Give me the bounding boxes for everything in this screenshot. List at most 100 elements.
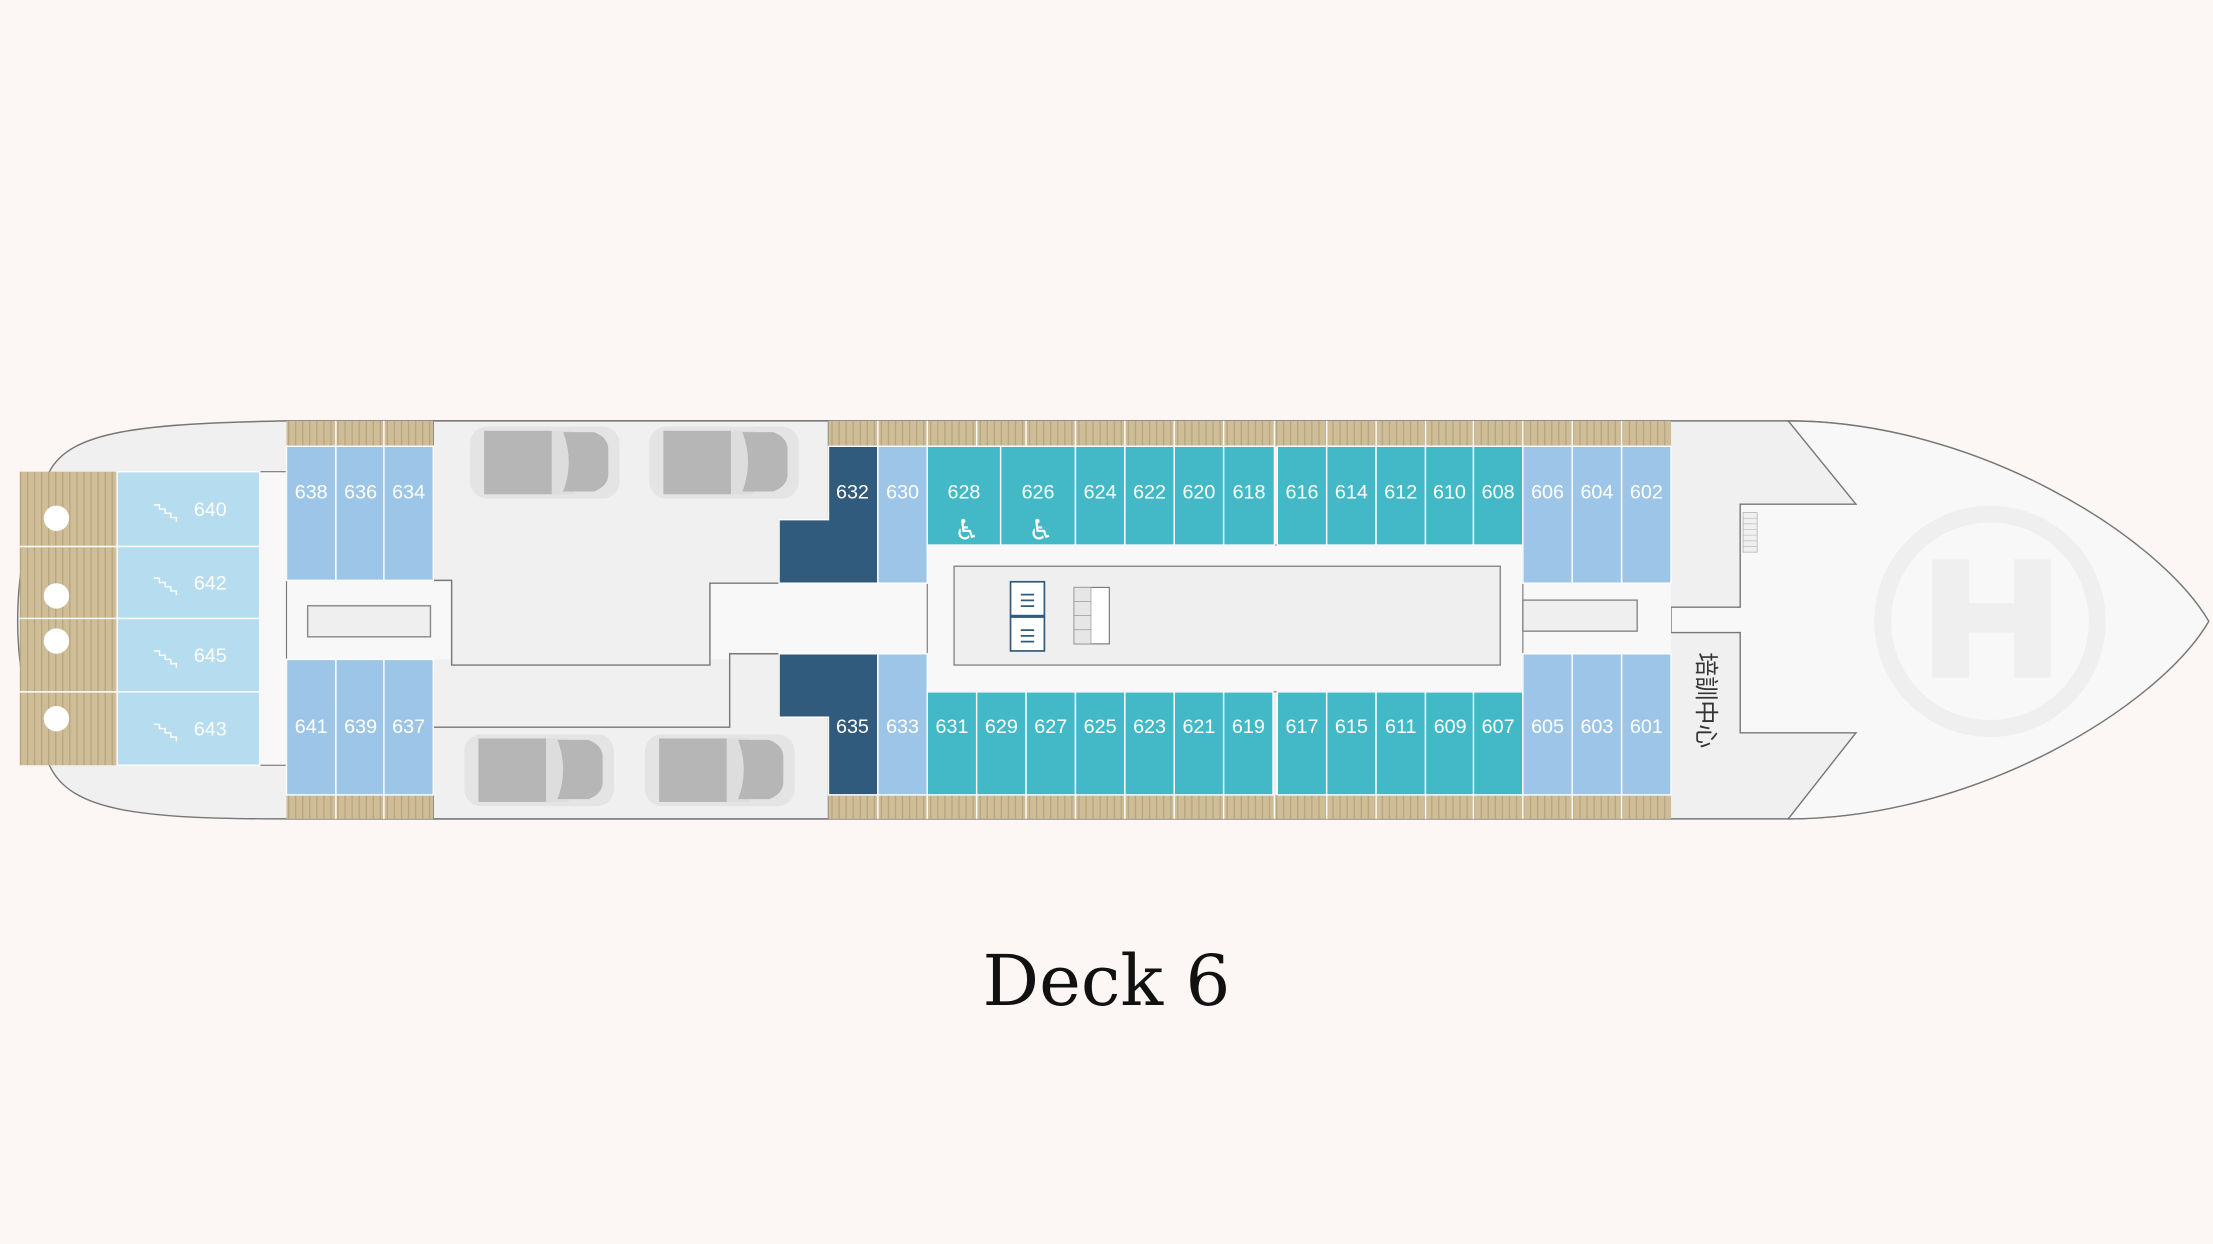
cabin-615[interactable]: 615 [1325, 691, 1377, 796]
cabin-631[interactable]: 631 [926, 691, 978, 796]
cabin-shape[interactable] [926, 445, 1002, 546]
cabin-number: 610 [1433, 482, 1466, 504]
cabin-shape[interactable] [1222, 445, 1276, 546]
cabin-shape[interactable] [1276, 691, 1328, 796]
cabin-shape[interactable] [116, 691, 261, 766]
cabin-625[interactable]: 625 [1074, 691, 1126, 796]
cabin-shape[interactable] [999, 445, 1077, 546]
cabin-609[interactable]: 609 [1424, 691, 1476, 796]
cabin-shape[interactable] [116, 470, 261, 548]
cabin-617[interactable]: 617 [1276, 691, 1328, 796]
cabin-shape[interactable] [383, 445, 434, 582]
teak-balcony-lower [828, 794, 1672, 819]
cabin-shape[interactable] [1424, 691, 1476, 796]
cabin-shape[interactable] [1325, 691, 1377, 796]
cabin-604[interactable]: 604 [1571, 445, 1623, 584]
cabin-number: 628 [947, 482, 980, 504]
cabin-shape[interactable] [1472, 445, 1524, 546]
cabin-610[interactable]: 610 [1424, 445, 1475, 546]
cabin-number: 625 [1084, 716, 1117, 738]
cabin-636[interactable]: 636 [335, 445, 387, 582]
cabin-shape[interactable] [383, 658, 434, 796]
cabin-602[interactable]: 602 [1620, 445, 1672, 584]
cabin-shape[interactable] [926, 691, 978, 796]
cabin-number: 642 [194, 573, 227, 595]
stern-fixture [306, 605, 432, 638]
cabin-607[interactable]: 607 [1472, 691, 1524, 796]
cabin-640[interactable]: 640 [116, 470, 261, 548]
cabin-shape[interactable] [1472, 691, 1524, 796]
cabin-number: 608 [1482, 482, 1515, 504]
cabin-605[interactable]: 605 [1522, 653, 1573, 796]
cabin-628[interactable]: 628 ♿ [926, 445, 1002, 546]
cabin-618[interactable]: 618 [1222, 445, 1276, 546]
cabin-shape[interactable] [285, 658, 337, 796]
cabin-shape[interactable] [877, 653, 928, 796]
cabin-619[interactable]: 619 [1222, 691, 1274, 796]
cabin-639[interactable]: 639 [335, 658, 387, 796]
cabin-shape[interactable] [1074, 445, 1126, 546]
cabin-shape[interactable] [1620, 445, 1672, 584]
cabin-number: 607 [1482, 716, 1515, 738]
cabin-642[interactable]: 642 [116, 545, 261, 620]
cabin-shape[interactable] [1276, 445, 1328, 546]
cabin-603[interactable]: 603 [1571, 653, 1623, 796]
cabin-shape[interactable] [116, 545, 261, 620]
cabin-shape[interactable] [1173, 445, 1225, 546]
cabin-621[interactable]: 621 [1173, 691, 1225, 796]
cabin-635[interactable]: 635 [778, 653, 879, 796]
teak-balcony-upper [828, 420, 1672, 447]
cabin-622[interactable]: 622 [1124, 445, 1175, 546]
cabin-626[interactable]: 626♿ [999, 445, 1077, 546]
cabin-614[interactable]: 614 [1325, 445, 1377, 546]
cabin-633[interactable]: 633 [877, 653, 928, 796]
cabin-number: 630 [886, 482, 919, 504]
cabin-643[interactable]: 643 [116, 691, 261, 766]
cabin-638[interactable]: 638 [285, 445, 337, 582]
cabin-612[interactable]: 612 [1375, 445, 1427, 546]
cabin-608[interactable]: 608 [1472, 445, 1524, 546]
cabin-630[interactable]: 630 [877, 445, 928, 584]
cabin-623[interactable]: 623 [1124, 691, 1175, 796]
cabin-shape[interactable] [1522, 445, 1573, 584]
teak-balcony-lower-aft [286, 794, 434, 819]
cabin-shape[interactable] [1124, 445, 1175, 546]
cabin-shape[interactable] [1124, 691, 1175, 796]
cabin-shape[interactable] [116, 617, 261, 693]
cabin-shape[interactable] [1571, 653, 1623, 796]
cabin-number: 631 [935, 716, 968, 738]
cabin-number: 641 [295, 716, 328, 738]
cabin-shape[interactable] [335, 445, 387, 582]
cabin-shape[interactable] [1025, 691, 1077, 796]
cabin-shape[interactable] [1222, 691, 1274, 796]
cabin-shape[interactable] [1424, 445, 1475, 546]
cabin-shape[interactable] [1173, 691, 1225, 796]
cabin-624[interactable]: 624 [1074, 445, 1126, 546]
cabin-shape[interactable] [1571, 445, 1623, 584]
cabin-number: 601 [1630, 716, 1663, 738]
cabin-shape[interactable] [285, 445, 337, 582]
elevator-icon: ☰ ☰ [1009, 580, 1046, 652]
hot-tub-icon [43, 583, 70, 609]
cabin-shape[interactable] [1074, 691, 1126, 796]
cabin-shape[interactable] [1522, 653, 1573, 796]
cabin-shape[interactable] [1375, 691, 1427, 796]
cabin-shape[interactable] [877, 445, 928, 584]
cabin-641[interactable]: 641 [285, 658, 337, 796]
cabin-601[interactable]: 601 [1620, 653, 1672, 796]
cabin-number: 603 [1580, 716, 1613, 738]
cabin-616[interactable]: 616 [1276, 445, 1328, 546]
cabin-shape[interactable] [975, 691, 1027, 796]
cabin-shape[interactable] [1375, 445, 1427, 546]
cabin-611[interactable]: 611 [1375, 691, 1427, 796]
cabin-629[interactable]: 629 [975, 691, 1027, 796]
cabin-627[interactable]: 627 [1025, 691, 1077, 796]
cabin-number: 643 [194, 719, 227, 741]
cabin-shape[interactable] [1620, 653, 1672, 796]
cabin-634[interactable]: 634 [383, 445, 434, 582]
cabin-620[interactable]: 620 [1173, 445, 1225, 546]
cabin-637[interactable]: 637 [383, 658, 434, 796]
wheelchair-icon: ♿ [954, 513, 979, 546]
cabin-606[interactable]: 606 [1522, 445, 1573, 584]
cabin-645[interactable]: 645 [116, 617, 261, 693]
